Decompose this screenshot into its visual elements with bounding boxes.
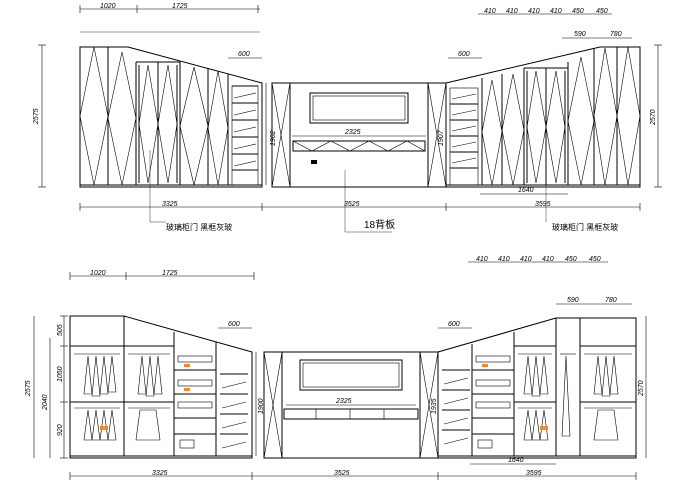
- dim-text: 1020: [90, 270, 106, 277]
- dim-text: 505: [57, 324, 64, 336]
- dim-text: 1050: [57, 366, 64, 382]
- dim-text: 410: [520, 256, 532, 263]
- dim-text: 2575: [33, 108, 40, 125]
- dim-text: 410: [550, 8, 562, 15]
- dim-text: 1900: [258, 398, 265, 414]
- dim-text: 920: [57, 424, 64, 436]
- top-dim-left: 1020 1725: [79, 3, 260, 33]
- note-glass-door-left: 玻璃柜门 黑框灰玻: [166, 222, 232, 232]
- dim-text: 2325: [344, 129, 361, 136]
- dim-text: 410: [542, 256, 554, 263]
- dim-text: 1020: [100, 3, 116, 10]
- dim-text: 780: [605, 297, 617, 304]
- dim-text: 3525: [334, 470, 350, 477]
- dim-text: 450: [565, 256, 577, 263]
- right-wardrobe-interior: 1935: [431, 317, 637, 465]
- center-tv-wall-bottom: 2325: [263, 351, 439, 459]
- dim-text: 600: [458, 51, 470, 58]
- center-tv-wall: 2325: [271, 82, 447, 188]
- dim-text: 590: [574, 31, 586, 38]
- dim-text: 410: [528, 8, 540, 15]
- dim-text: 1640: [508, 457, 524, 464]
- dim-text: 410: [484, 8, 496, 15]
- dim-text: 410: [476, 256, 488, 263]
- top-elevation: 1020 1725 410 410 410 410 450 450 590 78…: [33, 3, 662, 233]
- left-wardrobe-interior: 1900: [69, 315, 265, 459]
- dim-text: 450: [589, 256, 601, 263]
- left-wardrobe: 1902: [79, 46, 277, 188]
- dim-text: 1902: [270, 130, 277, 146]
- dim-text: 3525: [344, 201, 360, 208]
- dim-text: 1640: [518, 187, 534, 194]
- dim-text: 600: [228, 321, 240, 328]
- dim-text: 590: [567, 297, 579, 304]
- dim-text: 2570: [650, 109, 657, 126]
- dim-text: 450: [596, 8, 608, 15]
- note-glass-door-right: 玻璃柜门 黑框灰玻: [552, 222, 618, 232]
- dim-text: 1935: [431, 398, 438, 414]
- dim-text: 3325: [152, 470, 168, 477]
- dim-text: 2575: [25, 380, 32, 397]
- dim-text: 410: [506, 8, 518, 15]
- bottom-elevation: 1020 1725 410 410 410 410 450 450 590 78…: [25, 256, 647, 480]
- dim-text: 1907: [438, 129, 445, 146]
- dim-text: 2325: [335, 398, 352, 405]
- dim-text: 1725: [162, 270, 178, 277]
- dim-text: 2040: [42, 394, 49, 411]
- top-dim-right: 410 410 410 410 450 450 590 780: [478, 8, 632, 39]
- dim-text: 600: [448, 321, 460, 328]
- note-back-panel: 18背板: [364, 218, 395, 231]
- dim-text: 3595: [535, 201, 551, 208]
- dim-text: 410: [498, 256, 510, 263]
- dim-text: 3325: [162, 201, 178, 208]
- dim-text: 780: [610, 31, 622, 38]
- dim-text: 450: [572, 8, 584, 15]
- dim-text: 2570: [638, 380, 645, 397]
- dim-text: 600: [238, 51, 250, 58]
- right-wardrobe: 1907 1640: [438, 46, 641, 195]
- dim-text: 3595: [526, 470, 542, 477]
- dim-text: 1725: [172, 3, 188, 10]
